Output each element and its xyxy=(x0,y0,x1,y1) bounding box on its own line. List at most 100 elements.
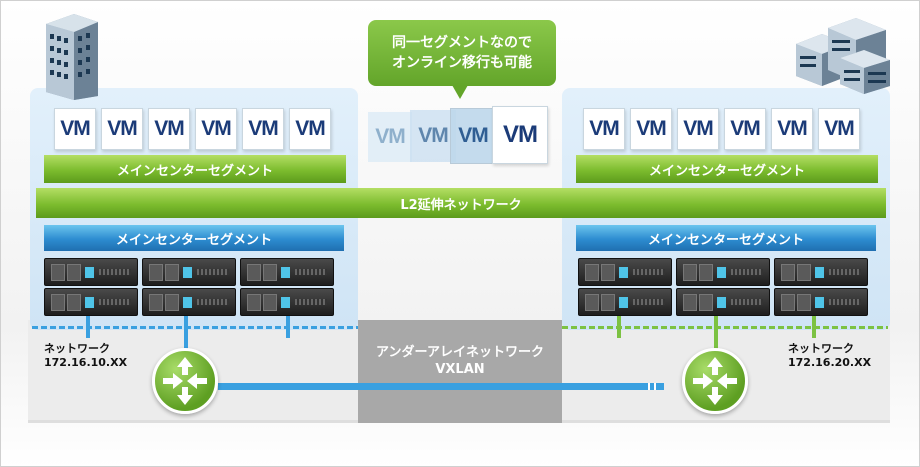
vm-tile: VM xyxy=(630,108,672,150)
drive-bay xyxy=(781,264,795,281)
vent-grille xyxy=(99,299,131,305)
vm-tile: VM xyxy=(195,108,237,150)
status-light xyxy=(281,297,290,308)
campus-buildings-icon xyxy=(796,18,890,94)
drive-bay xyxy=(699,264,713,281)
status-light xyxy=(183,297,192,308)
server-icon xyxy=(240,288,334,316)
vent-grille xyxy=(197,269,229,275)
drive-bay xyxy=(149,294,163,311)
migrating-vm: VM xyxy=(492,106,548,164)
status-light xyxy=(717,297,726,308)
callout-tail xyxy=(452,85,468,99)
drive-bay xyxy=(601,294,615,311)
vxlan-tunnel-line xyxy=(218,383,664,390)
underlay-label-line-2: VXLAN xyxy=(435,362,485,377)
drive-bay xyxy=(781,294,795,311)
right-network-label: ネットワーク 172.16.20.XX xyxy=(788,342,871,370)
vent-grille xyxy=(295,269,327,275)
status-light xyxy=(85,297,94,308)
drive-bay xyxy=(263,294,277,311)
vent-grille xyxy=(829,299,861,305)
vm-tile: VM xyxy=(677,108,719,150)
callout-line-1: 同一セグメントなので xyxy=(392,35,532,51)
drive-bay xyxy=(67,264,81,281)
right-network-name: ネットワーク xyxy=(788,342,854,355)
vm-tile: VM xyxy=(818,108,860,150)
underlay-label-line-1: アンダーアレイネットワーク xyxy=(376,345,544,360)
drive-bay xyxy=(263,264,277,281)
drive-bay xyxy=(149,264,163,281)
left-main-segment-green: メインセンターセグメント xyxy=(44,155,346,183)
status-light xyxy=(281,267,290,278)
drive-bay xyxy=(585,264,599,281)
vent-grille xyxy=(731,269,763,275)
underlay-label: アンダーアレイネットワーク VXLAN xyxy=(358,344,562,378)
migrating-vm-ghost-1: VM xyxy=(368,112,412,162)
server-icon xyxy=(44,258,138,286)
right-router-uplink xyxy=(714,316,718,356)
vm-tile: VM xyxy=(583,108,625,150)
left-network-name: ネットワーク xyxy=(44,342,110,355)
drive-bay xyxy=(585,294,599,311)
migrating-vm-ghost-3: VM xyxy=(450,108,496,164)
server-icon xyxy=(142,258,236,286)
left-main-segment-blue: メインセンターセグメント xyxy=(44,225,344,251)
right-main-segment-blue: メインセンターセグメント xyxy=(576,225,876,251)
drive-bay xyxy=(51,264,65,281)
vm-tile: VM xyxy=(54,108,96,150)
drive-bay xyxy=(165,264,179,281)
left-network-address: 172.16.10.XX xyxy=(44,356,128,369)
router-icon xyxy=(152,348,218,414)
vent-grille xyxy=(633,299,665,305)
status-light xyxy=(183,267,192,278)
vm-tile: VM xyxy=(724,108,766,150)
vent-grille xyxy=(633,269,665,275)
migration-callout: 同一セグメントなので オンライン移行も可能 xyxy=(368,20,556,86)
drive-bay xyxy=(683,294,697,311)
server-icon xyxy=(44,288,138,316)
vent-grille xyxy=(731,299,763,305)
drive-bay xyxy=(797,264,811,281)
drive-bay xyxy=(699,294,713,311)
drive-bay xyxy=(247,264,261,281)
vent-grille xyxy=(295,299,327,305)
status-light xyxy=(815,297,824,308)
status-light xyxy=(619,267,628,278)
vent-grille xyxy=(829,269,861,275)
server-icon xyxy=(240,258,334,286)
drive-bay xyxy=(165,294,179,311)
office-building-icon xyxy=(46,14,98,100)
vm-tile: VM xyxy=(148,108,190,150)
drive-bay xyxy=(247,294,261,311)
server-icon xyxy=(578,258,672,286)
drive-bay xyxy=(683,264,697,281)
server-icon xyxy=(578,288,672,316)
vent-grille xyxy=(197,299,229,305)
server-icon xyxy=(676,288,770,316)
left-network-line xyxy=(32,326,358,329)
status-light xyxy=(717,267,726,278)
router-icon xyxy=(682,348,748,414)
status-light xyxy=(815,267,824,278)
migrating-vm-ghost-2: VM xyxy=(410,110,456,162)
drive-bay xyxy=(797,294,811,311)
server-icon xyxy=(774,288,868,316)
vm-tile: VM xyxy=(289,108,331,150)
callout-line-2: オンライン移行も可能 xyxy=(392,55,532,71)
drive-bay xyxy=(51,294,65,311)
status-light xyxy=(619,297,628,308)
right-main-segment-green: メインセンターセグメント xyxy=(576,155,878,183)
right-network-address: 172.16.20.XX xyxy=(788,356,872,369)
server-icon xyxy=(142,288,236,316)
drive-bay xyxy=(601,264,615,281)
right-network-line xyxy=(562,326,888,329)
vm-tile: VM xyxy=(101,108,143,150)
server-icon xyxy=(676,258,770,286)
drive-bay xyxy=(67,294,81,311)
vent-grille xyxy=(99,269,131,275)
vm-tile: VM xyxy=(771,108,813,150)
status-light xyxy=(85,267,94,278)
left-network-label: ネットワーク 172.16.10.XX xyxy=(44,342,127,370)
